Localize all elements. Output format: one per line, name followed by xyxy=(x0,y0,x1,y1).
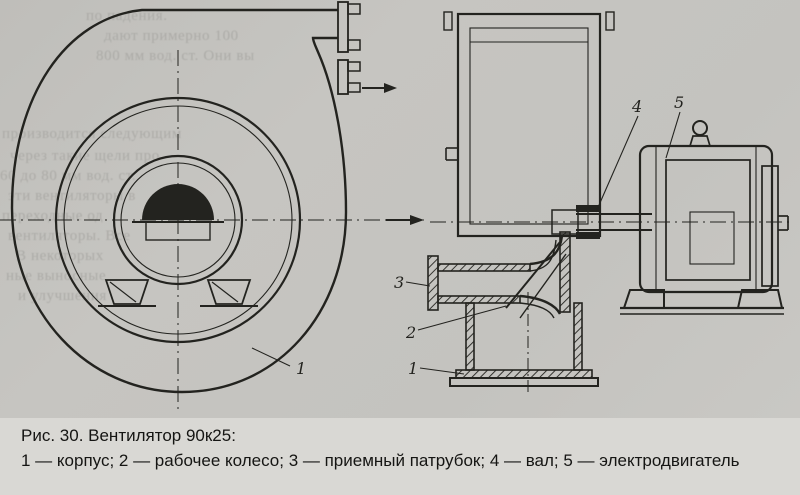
page-bleedthrough-text: по падения. дают примерно 100 800 мм вод… xyxy=(0,8,255,304)
motor-foot-left xyxy=(622,289,665,309)
callout-label-2: 2 xyxy=(405,323,416,342)
suction-inlet-pipe xyxy=(427,235,564,319)
callout-3: 3 xyxy=(394,273,431,292)
axis-flow-arrow xyxy=(386,215,424,225)
mounting-feet xyxy=(98,279,258,307)
callout-4: 4 xyxy=(595,97,642,213)
front-view-fan-casing: 1 xyxy=(0,1,424,410)
callout-label-1-side: 1 xyxy=(408,359,418,378)
discharge-flow-arrow xyxy=(362,83,397,93)
bleed-line: 800 мм вод. ст. Они вы xyxy=(96,48,255,64)
callout-5: 5 xyxy=(665,93,684,159)
inlet-opening-circle xyxy=(120,162,236,278)
bleed-line: вентиляторы. Все xyxy=(8,228,131,244)
motor-foot-right xyxy=(736,289,784,309)
hub-through-inlet xyxy=(132,184,224,241)
motor-end-shield xyxy=(761,165,779,287)
motor-eyebolt xyxy=(688,120,712,147)
motor-stator-frame xyxy=(665,159,751,281)
bleed-line: эти вентиляторы в xyxy=(8,188,136,204)
callout-label-1: 1 xyxy=(296,359,306,378)
side-view-section: 3 2 1 4 5 xyxy=(394,11,794,394)
bleed-line: через такие щели про xyxy=(10,148,160,164)
casing-front-panel-circle xyxy=(54,96,302,344)
electric-motor xyxy=(620,120,789,315)
discharge-flange xyxy=(337,1,361,95)
fan-technical-drawing: 1 xyxy=(0,1,794,410)
motor-nameplate xyxy=(689,211,735,265)
callout-label-3: 3 xyxy=(394,273,404,292)
caption-title: Рис. 30. Вентилятор 90к25: xyxy=(21,426,236,445)
bleed-line: В некоторых xyxy=(16,248,104,264)
callout-label-5: 5 xyxy=(674,93,684,112)
bleed-line: и улучшения xyxy=(18,288,107,304)
volute-casing-outline xyxy=(10,8,348,394)
casing-front-panel-inner-circle xyxy=(63,105,293,335)
callout-1-front-view: 1 xyxy=(251,347,306,378)
callout-label-4: 4 xyxy=(631,97,642,116)
inlet-collar-circle xyxy=(112,154,244,286)
figure-caption: Рис. 30. Вентилятор 90к25: 1 — корпус; 2… xyxy=(0,418,800,495)
motor-body xyxy=(638,144,774,294)
bleed-line: 60 до 80 мм вод. ст. xyxy=(0,168,137,184)
lower-housing-box xyxy=(449,292,599,394)
callout-1-side: 1 xyxy=(408,359,465,378)
callout-2: 2 xyxy=(405,305,507,342)
motor-shaft-stub xyxy=(778,215,789,231)
bleed-line: дают примерно 100 xyxy=(104,28,239,44)
impeller-wheel xyxy=(505,209,579,319)
scroll-casing-side xyxy=(443,11,615,238)
caption-legend: 1 — корпус; 2 — рабочее колесо; 3 — прие… xyxy=(21,451,740,470)
